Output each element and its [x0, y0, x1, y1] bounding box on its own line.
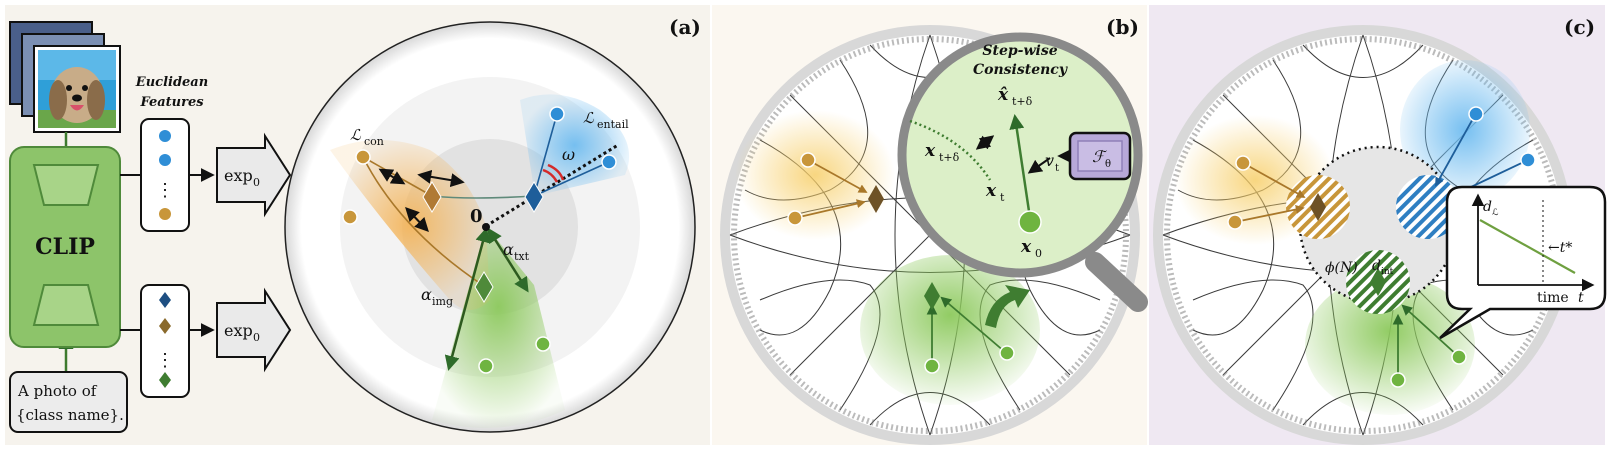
euclidean-title-2: Features	[139, 95, 204, 110]
panel-c: ϕ(N) d int d ℒ ←t* time t (c)	[1153, 15, 1607, 445]
inset-x-t: t	[1578, 290, 1584, 306]
exp-sub-top: 0	[253, 176, 260, 189]
green-class-region-c	[1305, 275, 1475, 415]
x-t-sub: t	[1000, 191, 1005, 204]
step-wise-title-1: Step-wise	[982, 43, 1057, 59]
x-t-delta-label: x	[924, 141, 936, 161]
blue-class-region-c	[1400, 60, 1530, 200]
image-encoder-trapezoid	[32, 164, 100, 206]
alpha-img-label: α	[421, 285, 432, 304]
distance-time-inset: d ℒ ←t* time t	[1439, 185, 1607, 340]
flow-step-arrow	[1009, 114, 1032, 219]
prompt-box: A photo of {class name}.	[9, 371, 128, 433]
d-int-label: d	[1372, 258, 1381, 274]
step-wise-title-2: Consistency	[973, 62, 1068, 78]
l-entail-sub: entail	[597, 118, 629, 131]
inset-y-sub: ℒ	[1492, 208, 1499, 218]
magnifier: Step-wise Consistency ℱ θ x̂ t+δ x t+δ x…	[897, 32, 1148, 312]
exp-label-top: exp	[224, 166, 253, 185]
image-entailment-cone	[432, 226, 565, 428]
clip-encoder: CLIP	[9, 146, 121, 348]
panel-label-a: (a)	[669, 15, 701, 39]
omega-arc	[547, 163, 565, 181]
alpha-txt-label: α	[503, 240, 514, 259]
x-t-label: x	[985, 181, 997, 201]
x-hat-label: x̂	[997, 85, 1009, 105]
origin-point	[482, 223, 490, 231]
inset-distance-curve	[1479, 219, 1576, 274]
prompt-line-1: A photo of	[17, 382, 98, 400]
x-hat-sub: t+δ	[1012, 95, 1033, 108]
green-prototype	[474, 271, 494, 303]
panel-label-c: (c)	[1564, 15, 1595, 39]
exp-map-bottom: exp 0	[216, 287, 292, 373]
green-prototype-b	[924, 282, 940, 310]
x-0-label: x	[1020, 237, 1032, 257]
hatched-blue-disk	[1396, 175, 1460, 239]
entailment-axis	[485, 143, 619, 228]
alpha-img-sub: img	[432, 295, 453, 308]
image-feature-column: ⋮	[140, 118, 190, 232]
v-t-label: v	[1045, 151, 1054, 170]
yellow-class-region	[735, 110, 895, 240]
inset-y-label: d	[1483, 199, 1492, 215]
v-t-sub: t	[1055, 163, 1059, 174]
ode-trajectory	[909, 119, 992, 181]
panel-label-b: (b)	[1106, 15, 1139, 39]
x-0-sub: 0	[1035, 247, 1042, 260]
inset-x-label: time	[1537, 290, 1569, 306]
l-entail-label: ℒ	[583, 109, 595, 127]
panel-a: CLIP A photo of {class name}. Euclidean …	[9, 15, 701, 433]
image-feature-ellipsis: ⋮	[156, 180, 174, 201]
alpha-img-arrow	[444, 227, 491, 371]
d-int-sub: int	[1381, 267, 1394, 277]
euclidean-title-1: Euclidean	[135, 75, 208, 90]
green-class-region	[860, 255, 1040, 405]
inset-marker: ←t*	[1548, 240, 1572, 256]
exp-label-bottom: exp	[224, 321, 253, 340]
curved-step-arrow	[985, 285, 1030, 328]
prompt-line-2: {class name}.	[16, 406, 124, 424]
l-con-label: ℒ	[350, 126, 362, 144]
blue-prototype	[524, 181, 544, 213]
phi-label: ϕ(N)	[1325, 260, 1358, 276]
image-stack	[9, 21, 121, 133]
f-theta-box: ℱ θ	[1068, 131, 1132, 181]
origin-label: 0	[470, 206, 483, 227]
x0-point	[1018, 210, 1042, 234]
poincare-disk-a: 0 ℒ con ℒ entail ω α txt α img	[284, 21, 696, 433]
yellow-prototype-b	[868, 185, 884, 213]
clip-label: CLIP	[35, 234, 95, 260]
alpha-txt-sub: txt	[514, 250, 530, 263]
magnifier-handle	[1085, 252, 1148, 312]
panel-b: Step-wise Consistency ℱ θ x̂ t+δ x t+δ x…	[720, 15, 1148, 445]
f-theta-label: ℱ	[1092, 147, 1108, 166]
f-theta-sub: θ	[1105, 159, 1111, 170]
text-feature-column: ⋮	[140, 284, 190, 398]
dog-photo	[38, 50, 116, 128]
x-t-delta-sub: t+δ	[939, 151, 960, 164]
exp-sub-bottom: 0	[253, 331, 260, 344]
alpha-txt-arrow	[487, 227, 529, 293]
l-con-sub: con	[364, 135, 384, 148]
text-feature-ellipsis: ⋮	[156, 350, 174, 371]
text-encoder-trapezoid	[32, 284, 100, 326]
exp-map-top: exp 0	[216, 132, 292, 218]
orange-prototype	[422, 181, 442, 213]
omega-label: ω	[562, 145, 575, 164]
